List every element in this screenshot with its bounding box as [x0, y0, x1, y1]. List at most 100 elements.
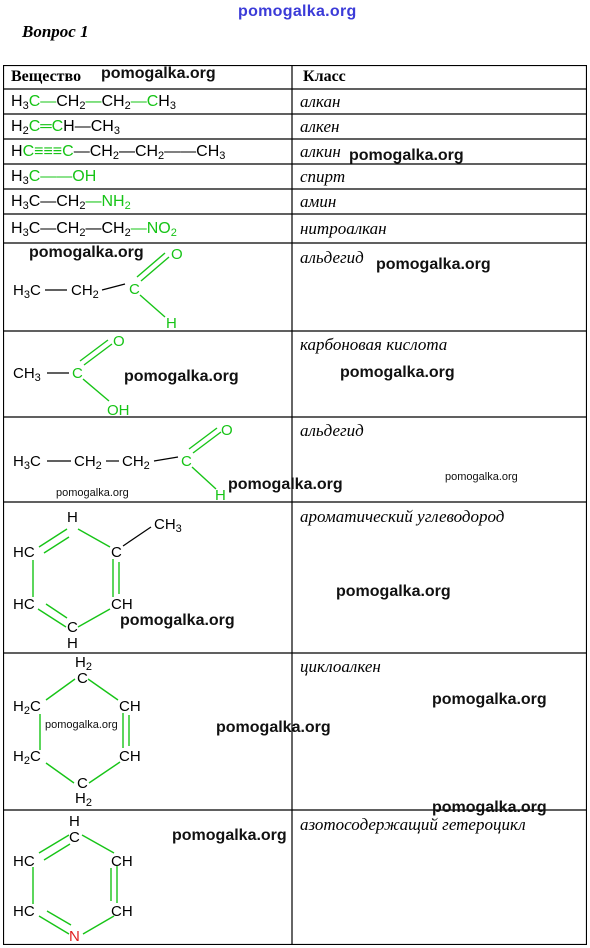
watermark: pomogalka.org	[56, 487, 129, 499]
atom-ch: CH	[111, 853, 133, 870]
atom-c: C	[62, 143, 74, 160]
atom-ch3: CH	[196, 143, 220, 160]
watermark: pomogalka.org	[432, 799, 547, 816]
formula-alkyne: HC≡≡≡C—CH2—CH2——CH3	[11, 143, 226, 162]
class-row-12: азотосодержащий гетероцикл	[300, 815, 526, 834]
atom-oh: OH	[107, 402, 130, 417]
question-title: Вопрос 1	[22, 22, 89, 41]
atom-o: O	[221, 422, 233, 439]
atom-h: H	[11, 143, 23, 160]
watermark: pomogalka.org	[45, 719, 118, 731]
atom-h: H	[11, 220, 23, 237]
watermark-top: pomogalka.org	[238, 3, 357, 20]
watermark: pomogalka.org	[29, 244, 144, 261]
atom-c: C	[69, 829, 80, 846]
atom-h3c: H3C	[13, 282, 41, 301]
watermark: pomogalka.org	[432, 691, 547, 708]
atom-h: H	[67, 635, 78, 652]
atom-c: C	[28, 220, 41, 237]
formula-alcohol: H3C——OH	[11, 168, 97, 187]
atom-c: C	[28, 168, 41, 185]
atom-h: H	[11, 93, 23, 110]
class-row-7: альдегид	[300, 248, 364, 267]
structure-pyridine: H C HC CH HC CH N	[13, 813, 133, 944]
class-row-9: альдегид	[300, 421, 364, 440]
class-row-10: ароматический углеводород	[300, 507, 505, 526]
watermark: pomogalka.org	[340, 364, 455, 381]
atom-ch2: CH	[134, 143, 159, 160]
class-row-6: нитроалкан	[300, 219, 387, 238]
atom-h2c: H2C	[13, 698, 41, 717]
watermark: pomogalka.org	[101, 65, 216, 82]
atom-ch3: CH	[90, 118, 114, 135]
atom-ch3: CH3	[13, 365, 41, 384]
watermark: pomogalka.org	[124, 368, 239, 385]
atom-n: N	[69, 928, 80, 944]
atom-c: C	[77, 775, 88, 792]
watermark: pomogalka.org	[228, 476, 343, 493]
atom-h: H	[158, 93, 170, 110]
watermark: pomogalka.org	[216, 719, 331, 736]
atom-c: C	[146, 93, 159, 110]
header-class: Класс	[303, 68, 346, 85]
watermark: pomogalka.org	[376, 256, 491, 273]
atom-c: C	[22, 143, 35, 160]
class-row-11: циклоалкен	[300, 657, 381, 676]
atom-c: C	[72, 365, 83, 382]
atom-ch: CH	[119, 698, 141, 715]
class-row-2: алкен	[300, 117, 340, 136]
atom-h: H	[11, 193, 23, 210]
atom-o: O	[113, 333, 125, 350]
header-substance: Вещество	[11, 68, 82, 85]
atom-ch2: CH	[89, 143, 113, 160]
atom-h: H	[67, 509, 78, 526]
atom-ch2: CH	[101, 220, 125, 237]
class-row-4: спирт	[300, 167, 346, 186]
atom-h2c: H2C	[13, 748, 41, 767]
atom-ch2: CH	[56, 220, 80, 237]
atom-h2: H2	[75, 654, 92, 673]
atom-c: C	[181, 453, 192, 470]
structure-cyclohexene: H2 C H2C CH H2C CH C H2	[13, 654, 141, 809]
table-grid	[3, 65, 587, 945]
atom-ch3: CH3	[154, 516, 182, 535]
atom-hc: HC	[13, 596, 35, 613]
class-row-1: алкан	[300, 92, 341, 111]
atom-c: C	[111, 544, 122, 561]
structure-acetic-acid: CH3 C O OH	[13, 333, 130, 417]
watermark: pomogalka.org	[445, 471, 518, 483]
atom-ch2: CH2	[71, 282, 99, 301]
atom-ch: CH	[111, 596, 133, 613]
formula-amine: H3C—CH2—NH2	[11, 193, 131, 212]
atom-hc: HC	[13, 853, 35, 870]
structure-toluene: H C CH3 HC HC CH C H	[13, 509, 182, 652]
atom-c: C	[28, 93, 41, 110]
atom-o: O	[171, 246, 183, 263]
watermark: pomogalka.org	[172, 827, 287, 844]
atom-c: C	[129, 281, 140, 298]
atom-h: H	[215, 487, 226, 502]
atom-c: C	[28, 193, 41, 210]
atom-ch: CH	[111, 903, 133, 920]
formula-alkane: H3C—CH2—CH2—CH3	[11, 93, 176, 112]
atom-c: C	[77, 670, 88, 687]
formula-alkene: H2C═CH—CH3	[11, 118, 120, 137]
atom-oh: OH	[72, 168, 97, 185]
watermark: pomogalka.org	[349, 147, 464, 164]
atom-hc: HC	[13, 544, 35, 561]
atom-ch2: CH	[56, 93, 80, 110]
class-row-5: амин	[300, 192, 337, 211]
atom-c: C	[51, 118, 64, 135]
atom-h: H	[166, 315, 177, 331]
atom-h: H	[11, 118, 23, 135]
atom-c: C	[67, 619, 78, 636]
watermark: pomogalka.org	[336, 583, 451, 600]
structure-butanal: H3C CH2 CH2 C O H	[13, 422, 233, 502]
atom-nh2: NH	[101, 193, 125, 210]
atom-h: H	[63, 118, 75, 135]
formula-nitroalkane: H3C—CH2—CH2—NO2	[11, 220, 177, 239]
substance-class-table: Вещество Класс алкан алкен алкин спирт а…	[3, 65, 587, 945]
atom-h2: H2	[75, 790, 92, 809]
class-row-3: алкин	[300, 142, 341, 161]
atom-no2: NO	[146, 220, 171, 237]
